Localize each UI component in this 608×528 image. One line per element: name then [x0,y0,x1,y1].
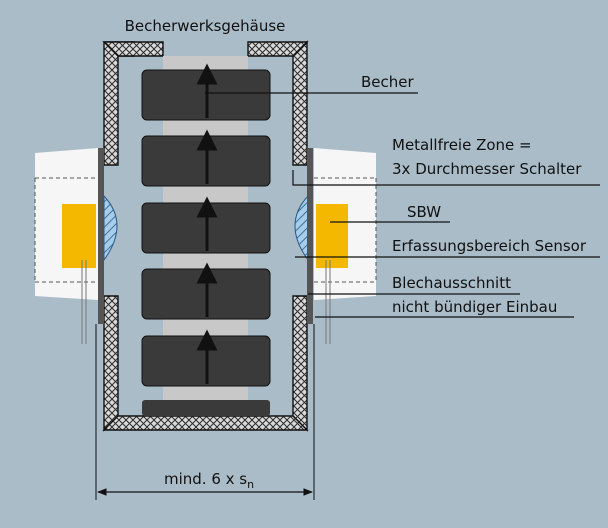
label-metal-free-line2: 3x Durchmesser Schalter [392,160,582,178]
left-detection-zone [103,194,118,262]
housing-wall-left [103,41,135,166]
leader-lines [205,92,600,318]
label-dimension-sub: n [247,478,254,491]
label-metal-free-line1: Metallfreie Zone = [392,136,532,154]
right-sensor-active-face [316,204,348,268]
left-sheet-flange [98,148,104,324]
right-sheet-flange [307,148,313,324]
label-sbw: SBW [407,203,441,221]
left-sensor [34,148,118,344]
label-non-flush: nicht bündiger Einbau [392,298,557,316]
label-detection: Erfassungsbereich Sensor [392,237,587,255]
label-housing: Becherwerksgehäuse [125,17,286,35]
left-sensor-active-face [62,204,96,268]
housing-wall-left-lower [103,295,119,432]
buckets [141,63,271,416]
bucket-partial [142,400,270,416]
label-bucket: Becher [361,73,415,91]
label-sheet-cutout: Blechausschnitt [392,274,511,292]
dimension [95,324,315,500]
housing-wall-right [292,40,308,166]
housing-wall-bottom [102,415,309,431]
right-detection-zone [294,194,309,262]
label-dimension: mind. 6 x sn [164,470,254,491]
housing-wall-right-lower [292,295,308,432]
leader-metal-free-zone [292,170,600,186]
label-dimension-main: mind. 6 x s [164,470,247,488]
housing [98,40,313,432]
